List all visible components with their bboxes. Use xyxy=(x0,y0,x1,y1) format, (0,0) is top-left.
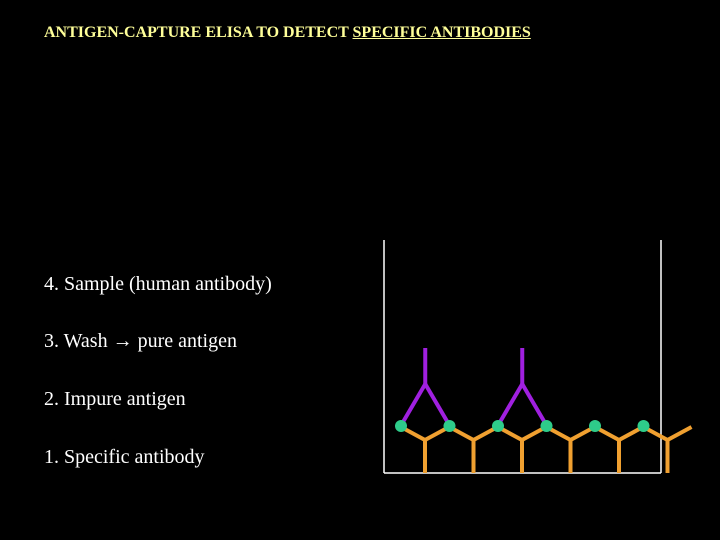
title-underlined: SPECIFIC ANTIBODIES xyxy=(352,24,531,41)
step-3: 3. Wash → pure antigen xyxy=(44,330,237,353)
step-1-number: 1. xyxy=(44,446,59,468)
capture-antibody xyxy=(497,425,547,473)
step-2-number: 2. xyxy=(44,388,59,410)
step-2-text: Impure antigen xyxy=(64,388,186,410)
antigen-dot xyxy=(637,420,650,432)
sample-antibody-arm-right xyxy=(423,382,450,424)
antigen-dot xyxy=(395,420,407,432)
sample-antibody-arm-right xyxy=(520,382,547,424)
capture-antibody xyxy=(400,425,450,473)
step-2: 2. Impure antigen xyxy=(44,388,186,411)
capture-antibody xyxy=(642,425,693,473)
sample-antibody-arm-left xyxy=(498,382,524,424)
step-4-number: 4. xyxy=(44,273,59,295)
step-1-text: Specific antibody xyxy=(64,446,205,468)
title-prefix: ANTIGEN-CAPTURE ELISA TO DETECT xyxy=(44,24,353,41)
step-3-number: 3. xyxy=(44,330,59,352)
sample-antibody xyxy=(498,348,547,424)
antigen-dot xyxy=(443,420,456,432)
step-1: 1. Specific antibody xyxy=(44,446,205,469)
antigen-dot xyxy=(492,420,504,432)
step-3-text: Wash → pure antigen xyxy=(63,330,237,352)
capture-antibody xyxy=(448,425,499,473)
step-4: 4. Sample (human antibody) xyxy=(44,273,272,296)
capture-antibodies xyxy=(400,425,693,473)
sample-antibodies xyxy=(401,348,547,424)
antigens xyxy=(395,420,650,432)
sample-antibody xyxy=(401,348,450,424)
capture-antibody-arm-right xyxy=(666,425,693,442)
antigen-dot xyxy=(589,420,601,432)
sample-antibody-arm-left xyxy=(401,382,427,424)
step-4-text: Sample (human antibody) xyxy=(64,273,272,295)
antigen-dot xyxy=(540,420,553,432)
capture-antibody xyxy=(545,425,596,473)
page-title: ANTIGEN-CAPTURE ELISA TO DETECT SPECIFIC… xyxy=(44,24,531,42)
capture-antibody xyxy=(594,425,644,473)
